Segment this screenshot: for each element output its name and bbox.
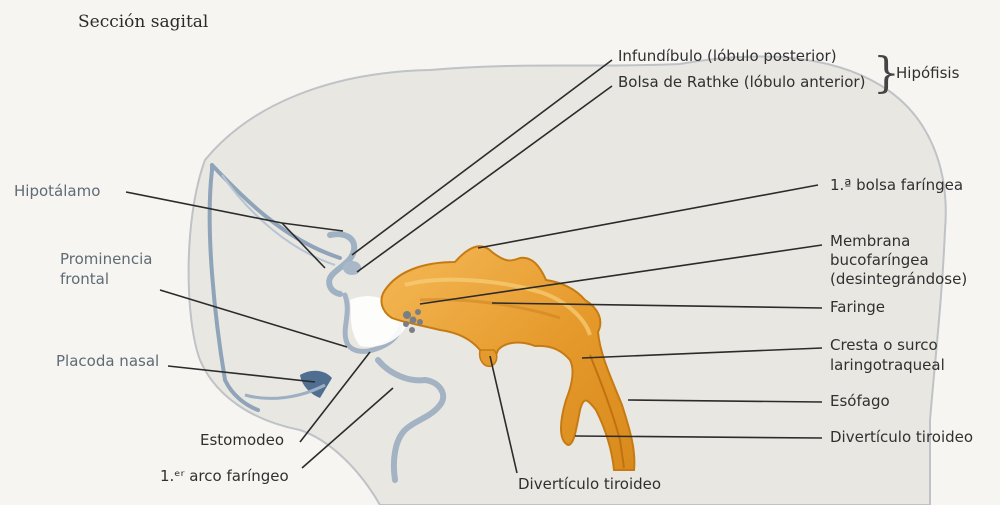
label-rathke: Bolsa de Rathke (lóbulo anterior)	[618, 73, 865, 92]
label-arco: 1.ᵉʳ arco faríngeo	[160, 467, 289, 486]
label-cresta-2: laringotraqueal	[830, 356, 945, 375]
label-membrana-1: Membrana	[830, 232, 910, 251]
label-div-right: Divertículo tiroideo	[830, 428, 973, 447]
label-faringe: Faringe	[830, 298, 885, 317]
rathke-pouch	[343, 261, 361, 275]
label-membrana-3: (desintegrándose)	[830, 270, 967, 289]
label-div-bottom: Divertículo tiroideo	[518, 475, 661, 494]
label-estomodeo: Estomodeo	[200, 431, 284, 450]
label-esofago: Esófago	[830, 392, 890, 411]
label-placoda: Placoda nasal	[56, 352, 159, 371]
label-hipotalamo: Hipotálamo	[14, 182, 100, 201]
label-membrana-2: bucofaríngea	[830, 251, 929, 270]
label-infundibulo: Infundíbulo (lóbulo posterior)	[618, 47, 837, 66]
label-cresta-1: Cresta o surco	[830, 336, 938, 355]
label-prominencia-1: Prominencia	[60, 250, 152, 269]
label-bolsa: 1.ª bolsa faríngea	[830, 176, 963, 195]
label-hipofisis: Hipófisis	[896, 64, 959, 83]
label-prominencia-2: frontal	[60, 270, 109, 289]
diagram-title: Sección sagital	[78, 12, 208, 32]
